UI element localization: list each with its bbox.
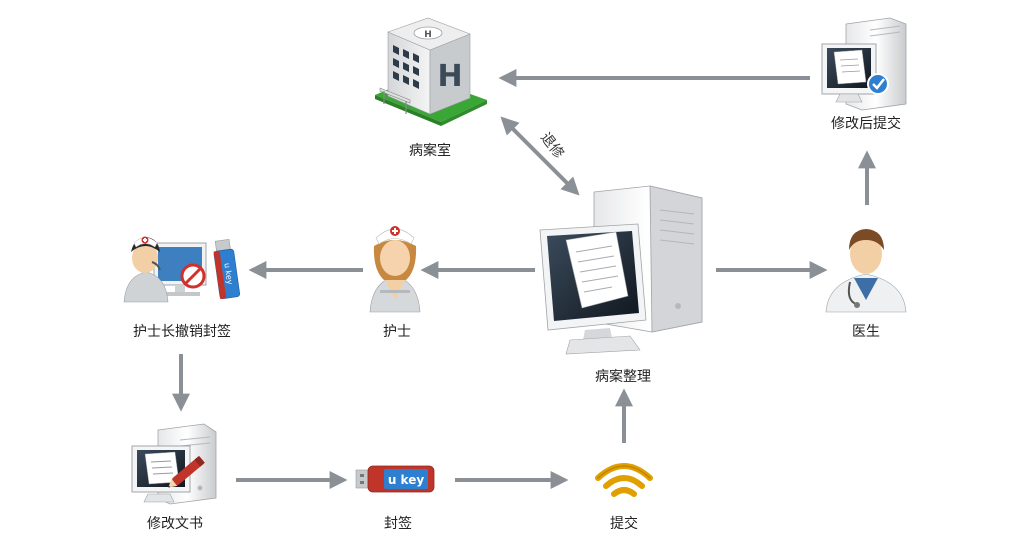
label-submit-after-edit: 修改后提交 (831, 116, 901, 132)
doctor-icon (825, 229, 907, 313)
label-submit: 提交 (610, 516, 638, 532)
hospital-sign: H (437, 59, 462, 94)
label-record-room: 病案室 (409, 143, 451, 159)
computer-document-icon (539, 185, 703, 355)
computer-check-icon (821, 17, 907, 111)
arrow-return-edit (500, 116, 580, 196)
label-edit-document: 修改文书 (147, 516, 203, 532)
hospital-sign-roof: H (424, 30, 432, 40)
hospital-building-icon: H H (375, 17, 487, 126)
arrows (172, 69, 876, 489)
label-head-nurse: 护士长撤销封签 (133, 324, 231, 340)
usb-label: u key (388, 473, 425, 487)
computer-edit-icon (131, 423, 217, 505)
label-nurse: 护士 (383, 324, 411, 340)
label-seal: 封签 (384, 516, 412, 532)
usb-key-icon: u key (355, 465, 435, 493)
label-record-arrange: 病案整理 (595, 369, 651, 385)
head-nurse-computer-usb-icon: u key (123, 236, 240, 303)
label-doctor: 医生 (852, 324, 880, 340)
wireless-signal-icon (595, 463, 653, 497)
nurse-icon (369, 226, 421, 313)
usb-label-vertical: u key (222, 262, 234, 285)
